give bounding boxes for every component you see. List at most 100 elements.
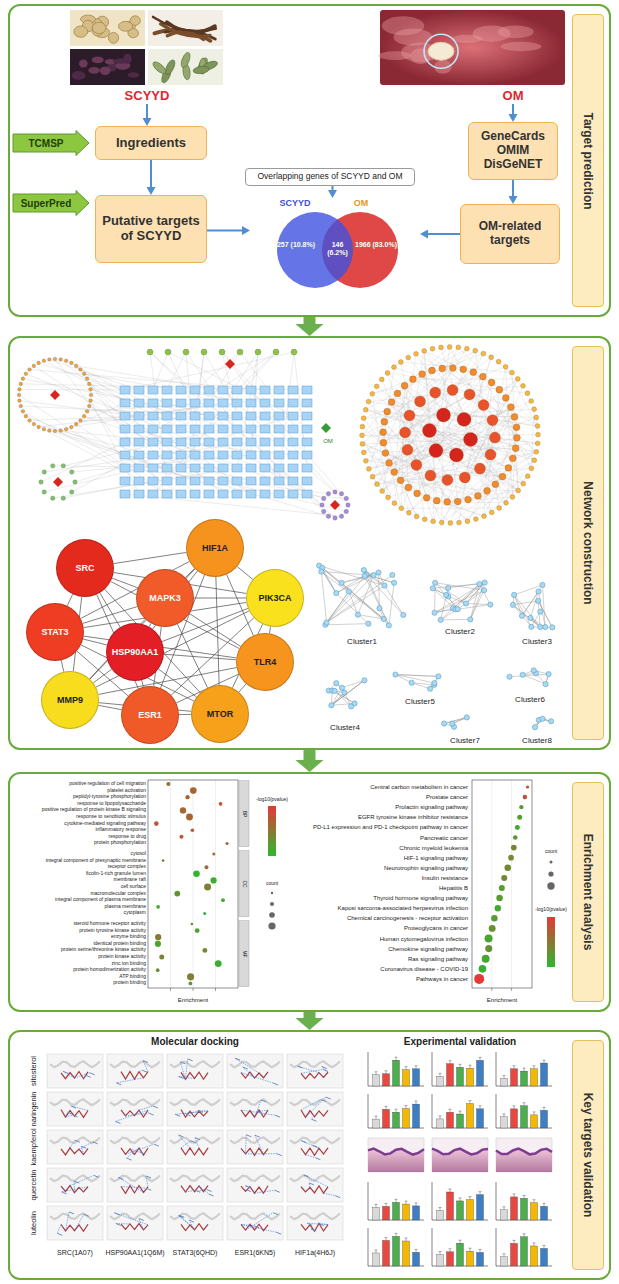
target-node (190, 412, 200, 420)
module-node (362, 678, 367, 683)
target-node (288, 425, 298, 433)
residue (153, 1106, 158, 1108)
bar (457, 1243, 464, 1266)
error-bar (533, 1243, 536, 1246)
enrichment-dot (523, 795, 528, 800)
protein-name: SRC(1A07) (57, 1249, 93, 1257)
bar-chart (432, 1094, 488, 1128)
enrichment-dot (526, 785, 529, 788)
target-node (120, 412, 130, 420)
network-link (372, 379, 413, 394)
flow-arrow (146, 104, 148, 118)
cluster-name: Cluster2 (445, 628, 475, 637)
bar (511, 1069, 518, 1086)
facet-strip (239, 781, 249, 847)
hydrogen-bond (324, 1193, 336, 1196)
target-node (302, 490, 312, 498)
hydrogen-bond (241, 1110, 275, 1115)
module-link (335, 691, 352, 707)
enrichment-dot (155, 941, 161, 947)
herb-leaf (151, 60, 168, 76)
residue (209, 1194, 214, 1196)
group-label-node: SCYYD (112, 88, 182, 104)
target-node (134, 490, 144, 498)
error-bar (415, 1066, 418, 1069)
docking-frame (287, 1206, 343, 1240)
target-node (204, 399, 214, 407)
residue (140, 1152, 145, 1154)
stage-panel: Key targets validation (8, 1030, 611, 1280)
network-node (366, 399, 371, 404)
module-link (466, 583, 485, 604)
bar (373, 1207, 380, 1220)
ingredient-node (59, 429, 63, 433)
module-network (393, 672, 441, 691)
protein-helix (230, 1175, 280, 1181)
protein-helix (230, 1137, 280, 1143)
module-node (432, 610, 437, 615)
network-link (487, 490, 518, 491)
error-bar (513, 1066, 516, 1069)
module-node (362, 573, 367, 578)
module-node (550, 625, 555, 630)
network-link (30, 370, 265, 390)
hydrogen-bond (130, 1149, 140, 1152)
module-link (470, 590, 484, 619)
network-node (447, 345, 452, 350)
axis-tick (215, 988, 216, 991)
target-node (218, 477, 228, 485)
residue (68, 1112, 73, 1114)
docking-frame (107, 1092, 163, 1126)
network-link (512, 373, 523, 386)
residue (311, 1229, 316, 1231)
ingredient-node (70, 470, 74, 474)
ingredient-node (19, 404, 23, 408)
go-term: response to lipopolysaccharide (77, 801, 146, 807)
bar-chart (496, 1228, 552, 1266)
network-node (535, 424, 540, 429)
venn-text: OM (346, 198, 376, 208)
target-node (120, 438, 130, 446)
target-node (204, 386, 214, 394)
residue (195, 1190, 200, 1192)
herb-piece (123, 54, 131, 64)
compound-target-network (17, 349, 350, 520)
network-node (489, 432, 500, 443)
docking-pose (107, 1054, 163, 1088)
hydrogen-bond (66, 1112, 68, 1117)
ingredient-node (37, 361, 41, 365)
docking-frame (287, 1168, 343, 1202)
protein-helix (170, 1099, 220, 1105)
interaction-line (164, 654, 236, 660)
target-node (288, 412, 298, 420)
flow-arrow (428, 233, 460, 235)
network-node (492, 481, 499, 488)
axis-title: Enrichment (178, 997, 208, 1004)
module-link (321, 572, 383, 619)
target-node (274, 438, 284, 446)
enrichment-dot (195, 928, 200, 933)
docking-pose (227, 1168, 283, 1202)
protein-helix (290, 1213, 340, 1219)
module-node (332, 688, 337, 693)
network-link (237, 352, 258, 468)
docking-pose (167, 1130, 223, 1164)
network-link (453, 368, 537, 452)
module-node (371, 573, 376, 578)
gene-name: HIF1A (202, 543, 228, 553)
network-link (294, 352, 307, 468)
arrow-outline (13, 131, 89, 156)
module-link (513, 605, 540, 627)
target-node (218, 490, 228, 498)
facet-strip (239, 921, 249, 987)
mucosa-patch (501, 42, 542, 51)
target-node (162, 425, 172, 433)
residue (69, 1212, 74, 1214)
network-node (385, 371, 390, 376)
compound-name: naringenin (30, 1091, 38, 1126)
module-network (317, 563, 406, 628)
hydrogen-bond (180, 1062, 185, 1079)
residue (275, 1190, 280, 1192)
bar (393, 1202, 400, 1220)
residue (254, 1226, 259, 1228)
